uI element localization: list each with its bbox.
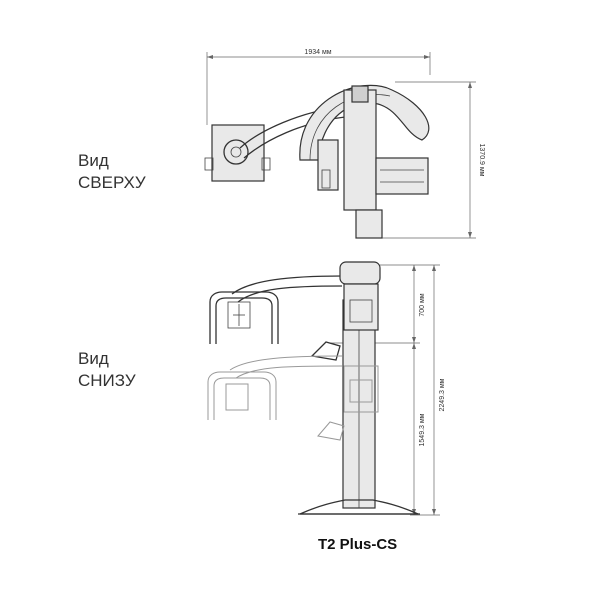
total-height-dimension: 2249.3 мм [410,265,446,516]
handle-lowered [317,421,345,441]
width-dimension-label: 1934 мм [304,49,331,56]
depth-dimension: 1370.9 мм [380,81,485,239]
depth-dimension-label: 1370.9 мм [478,144,485,177]
handle-raised [310,341,341,361]
total-height-label: 2249.3 мм [439,378,446,411]
bottom-view-label: Вид СНИЗУ [78,349,136,390]
top-view-label: Вид СВЕРХУ [78,151,146,192]
side-view: 700 мм 2249.3 мм 1549.3 мм [207,261,446,516]
upper-height-dimension: 700 мм [330,264,440,344]
head-holder-lowered [207,371,277,420]
lower-height-label: 1549.3 мм [419,413,426,446]
upper-height-label: 700 мм [419,293,426,316]
model-name: T2 Plus-CS [318,536,398,553]
top-view: 1934 мм 1370.9 мм [204,49,485,239]
column [298,299,420,515]
lower-height-dimension: 1549.3 мм [412,343,426,515]
arm-raised [231,261,381,331]
width-dimension: 1934 мм [206,49,431,125]
head-holder-top [204,124,271,182]
gantry-top [299,84,430,239]
arm-lowered [229,355,379,413]
head-holder-raised [209,291,279,344]
